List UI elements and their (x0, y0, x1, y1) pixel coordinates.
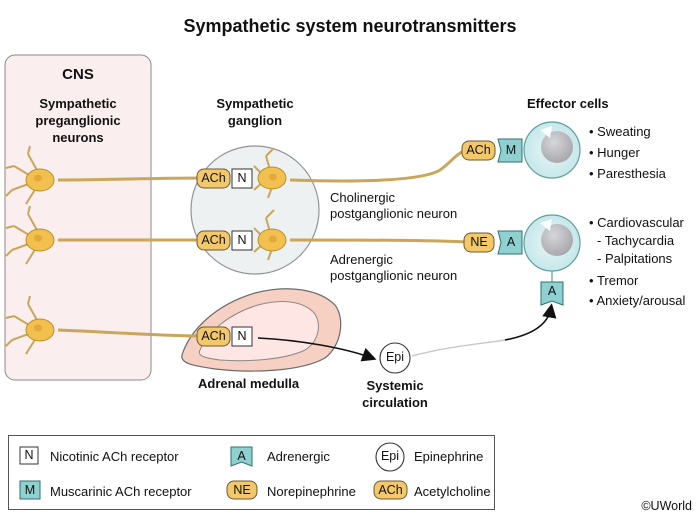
ach-tag-1-shape (196, 168, 231, 189)
adrenergic-label-line-2: postganglionic neuron (330, 268, 458, 283)
adrenal-medulla-label: Adrenal medulla (198, 376, 300, 391)
effector-1-list: • Sweating • Hunger • Paresthesia (589, 121, 666, 184)
cholinergic-label-line-2: postganglionic neuron (330, 206, 458, 221)
preganglionic-neuron-1 (5, 145, 55, 205)
diagram-title: Sympathetic system neurotransmitters (183, 16, 517, 36)
legend-ne-icon: NE (233, 483, 251, 497)
circulation-faded-path (411, 339, 506, 357)
systemic-label-line-1: Systemic (366, 378, 424, 393)
legend-muscarinic-label: Muscarinic ACh receptor (50, 484, 192, 499)
m-receptor-shape (497, 138, 523, 163)
epi-circle: Epi (385, 350, 405, 364)
legend-epi-shape (375, 442, 405, 472)
ach-tag-4-shape (461, 140, 496, 161)
legend-n-shape (19, 446, 39, 465)
legend-adrenergic-label: Adrenergic (267, 449, 330, 464)
cholinergic-postganglionic-axon (289, 148, 471, 183)
a-receptor-1: A (506, 235, 516, 249)
ach-tag-3-shape (196, 326, 231, 347)
cns-region (4, 54, 152, 381)
ach-tag-2-shape (196, 230, 231, 251)
sympathetic-ganglion (190, 145, 320, 275)
circulation-to-effector-arrow (504, 303, 557, 341)
preganglionic-axon-3 (57, 328, 205, 338)
a-receptor-2: A (547, 284, 557, 298)
preganglionic-neuron-3 (5, 295, 55, 355)
effector-1-item: • Paresthesia (589, 166, 666, 181)
adrenal-medulla-inner (198, 301, 319, 362)
effector-cells-label: Effector cells (527, 96, 609, 111)
preganglionic-label-line-1: Sympathetic (39, 96, 117, 111)
effector-2-item: • Cardiovascular (589, 215, 684, 230)
ne-tag: NE (470, 235, 488, 249)
legend-acetylcholine-label: Acetylcholine (414, 484, 491, 499)
ganglion-label-line-2: ganglion (227, 113, 283, 128)
preganglionic-label-line-3: neurons (52, 130, 104, 145)
effector-2-list: • Cardiovascular - Tachycardia - Palpita… (589, 214, 685, 310)
epi-circle-shape (379, 342, 411, 374)
ach-tag-2: ACh (201, 233, 226, 247)
legend-ach-icon: ACh (378, 483, 403, 497)
effector-2-item: - Tachycardia (597, 233, 675, 248)
legend-ach-shape (373, 480, 408, 500)
cns-label: CNS (62, 66, 94, 83)
ganglion-label-line-1: Sympathetic (216, 96, 294, 111)
effector-1-item: • Sweating (589, 124, 651, 139)
preganglionic-axon-1 (57, 176, 205, 182)
effector-1-item: • Hunger (589, 145, 640, 160)
ne-tag-shape (463, 232, 495, 253)
legend-box (8, 435, 495, 510)
cholinergic-label-line-1: Cholinergic (330, 190, 396, 205)
n-receptor-1: N (237, 171, 247, 185)
n-receptor-3-shape (231, 326, 253, 347)
legend-epinephrine-label: Epinephrine (414, 449, 484, 464)
legend-epi-icon: Epi (380, 449, 400, 463)
effector-2-item: - Palpitations (597, 251, 673, 266)
legend-a-shape (230, 446, 253, 467)
legend-n-icon: N (24, 448, 34, 462)
effector-cell-2 (523, 214, 581, 272)
ach-tag-4: ACh (466, 143, 491, 157)
m-receptor: M (505, 143, 517, 157)
n-receptor-2-shape (231, 230, 253, 251)
legend-norepinephrine-label: Norepinephrine (267, 484, 356, 499)
effector-2-item: • Tremor (589, 273, 639, 288)
adrenal-to-circulation-arrow (257, 337, 377, 362)
effector-2-item: • Anxiety/arousal (589, 293, 686, 308)
legend-a-icon: A (237, 449, 246, 463)
adrenergic-postganglionic-axon (289, 238, 466, 244)
a-receptor-2-shape (540, 281, 564, 306)
a-receptor-1-shape (497, 230, 523, 255)
legend-ne-shape (226, 480, 258, 500)
postganglionic-neuron-2 (253, 209, 287, 261)
ach-tag-3: ACh (201, 329, 226, 343)
n-receptor-1-shape (231, 168, 253, 189)
postganglionic-neuron-1 (253, 147, 287, 199)
systemic-label-line-2: circulation (362, 395, 428, 410)
n-receptor-2: N (237, 233, 247, 247)
legend-m-shape (19, 480, 41, 500)
preganglionic-neuron-2 (5, 205, 55, 265)
legend-m-icon: M (24, 483, 36, 497)
preganglionic-label-line-2: preganglionic (35, 113, 121, 128)
legend-nicotinic-label: Nicotinic ACh receptor (50, 449, 179, 464)
copyright: ©UWorld (641, 499, 692, 513)
effector-cell-1 (523, 121, 581, 179)
n-receptor-3: N (237, 329, 247, 343)
ach-tag-1: ACh (201, 171, 226, 185)
adrenergic-label-line-1: Adrenergic (330, 252, 393, 267)
